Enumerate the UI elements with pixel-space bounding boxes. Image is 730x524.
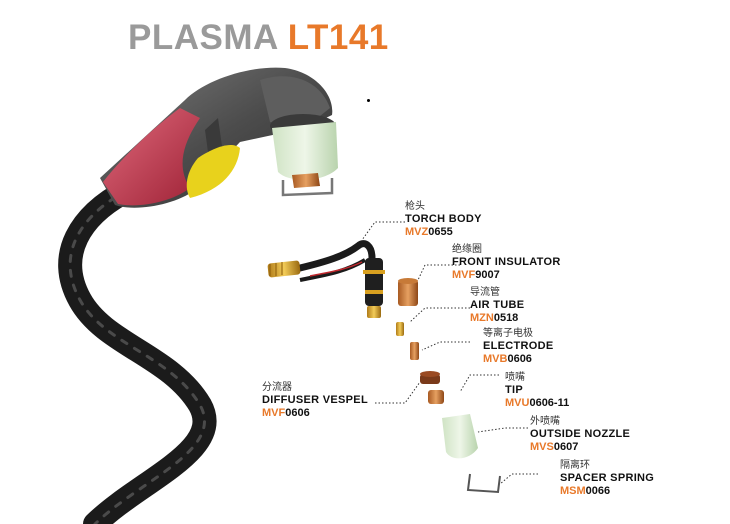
part-code: MVU0606-11 <box>505 397 570 409</box>
part-code: MVZ0655 <box>405 226 453 238</box>
label-en: DIFFUSER VESPEL <box>262 394 368 406</box>
stray-dot <box>367 99 370 102</box>
label-cn: 外喷嘴 <box>530 416 560 427</box>
part-tip-image <box>428 390 444 404</box>
title-model: LT141 <box>287 18 389 57</box>
part-code: MSM0066 <box>560 485 611 497</box>
part-diffuser-image <box>420 371 440 384</box>
label-en: ELECTRODE <box>483 340 554 352</box>
torch-cable <box>58 178 217 524</box>
label-electrode: 等离子电极 ELECTRODE MVB0606 <box>483 327 554 366</box>
label-en: SPACER SPRING <box>560 472 655 484</box>
label-torch-body: 枪头 TORCH BODY MVZ0655 <box>405 200 482 239</box>
part-spacer-spring-image <box>466 473 501 494</box>
label-cn: 导流管 <box>470 287 500 298</box>
part-torch-body-image <box>267 240 385 318</box>
part-air-tube-image <box>396 322 404 336</box>
part-front-insulator-image <box>398 278 418 306</box>
torch-handle <box>100 67 333 208</box>
label-air-tube: 导流管 AIR TUBE MZN0518 <box>470 286 524 325</box>
leader-lines <box>361 221 538 485</box>
label-en: TIP <box>505 384 524 396</box>
label-cn: 枪头 <box>405 201 425 212</box>
part-code: MVB0606 <box>483 353 532 365</box>
label-cn: 喷嘴 <box>505 372 525 383</box>
label-front-insulator: 绝缘圈 FRONT INSULATOR MVF9007 <box>452 243 561 282</box>
part-code: MVS0607 <box>530 441 579 453</box>
part-electrode-image <box>410 342 419 360</box>
label-cn: 隔离环 <box>560 460 590 471</box>
torch-nozzle <box>270 114 338 197</box>
label-en: FRONT INSULATOR <box>452 256 561 268</box>
label-cn: 等离子电极 <box>483 328 533 339</box>
label-spacer-spring: 隔离环 SPACER SPRING MSM0066 <box>560 459 654 498</box>
label-en: AIR TUBE <box>470 299 525 311</box>
title-prefix: PLASMA <box>128 18 278 57</box>
label-outside-nozzle: 外喷嘴 OUTSIDE NOZZLE MVS0607 <box>530 415 630 454</box>
part-code: MVF0606 <box>262 407 310 419</box>
label-cn: 绝缘圈 <box>452 244 482 255</box>
part-code: MVF9007 <box>452 269 500 281</box>
part-outside-nozzle-image <box>442 414 478 459</box>
label-en: TORCH BODY <box>405 213 482 225</box>
label-tip: 喷嘴 TIP MVU0606-11 <box>505 371 569 410</box>
part-code: MZN0518 <box>470 312 519 324</box>
label-cn: 分流器 <box>262 382 292 393</box>
label-en: OUTSIDE NOZZLE <box>530 428 631 440</box>
label-diffuser-vespel: 分流器 DIFFUSER VESPEL MVF0606 <box>262 381 368 420</box>
page-title: PLASMA LT141 <box>128 18 389 58</box>
